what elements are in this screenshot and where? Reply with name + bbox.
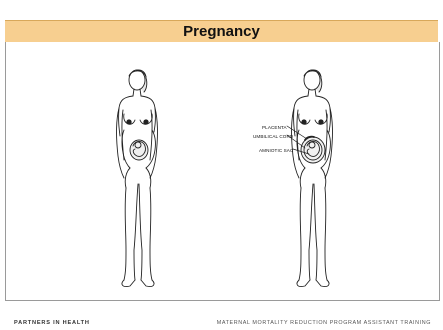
pregnant-woman-figure-left	[102, 64, 174, 294]
label-placenta: PLACENTA	[262, 125, 287, 130]
diagram-area: PLACENTA UMBILICAL CORD AMNIOTIC SAC	[5, 42, 440, 301]
pregnant-woman-figure-right	[277, 64, 349, 294]
label-umbilical-cord: UMBILICAL CORD	[253, 134, 293, 139]
pregnant-woman-labeled-illustration	[277, 64, 349, 294]
label-amniotic-sac: AMNIOTIC SAC	[259, 148, 293, 153]
footer-organization: PARTNERS IN HEALTH	[14, 320, 90, 326]
pregnant-woman-illustration	[102, 64, 174, 294]
slide-title: Pregnancy	[183, 23, 260, 40]
footer-program: MATERNAL MORTALITY REDUCTION PROGRAM ASS…	[217, 320, 431, 326]
title-bar: Pregnancy	[5, 20, 438, 43]
